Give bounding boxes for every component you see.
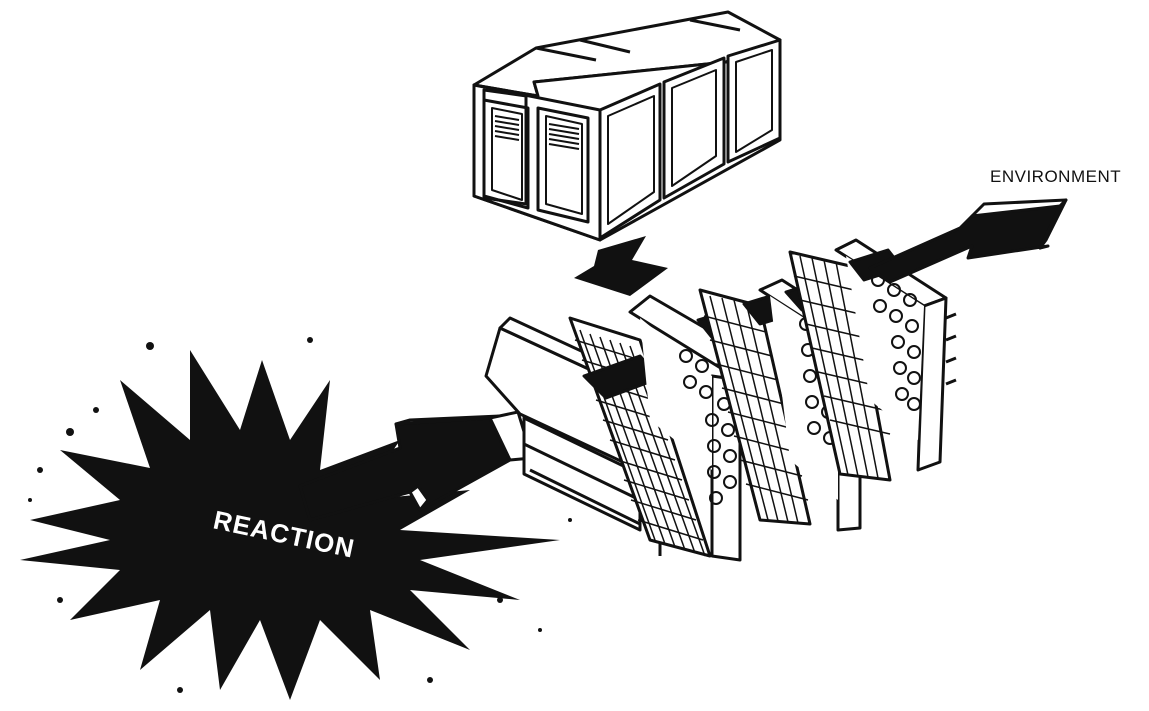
cabinet-unit bbox=[474, 12, 780, 240]
cabinet-input-arrow bbox=[574, 236, 668, 296]
environment-label: ENVIRONMENT bbox=[990, 167, 1121, 186]
reaction-burst bbox=[20, 337, 572, 700]
environment-arrow bbox=[870, 200, 1066, 282]
filter-stack bbox=[486, 240, 956, 560]
